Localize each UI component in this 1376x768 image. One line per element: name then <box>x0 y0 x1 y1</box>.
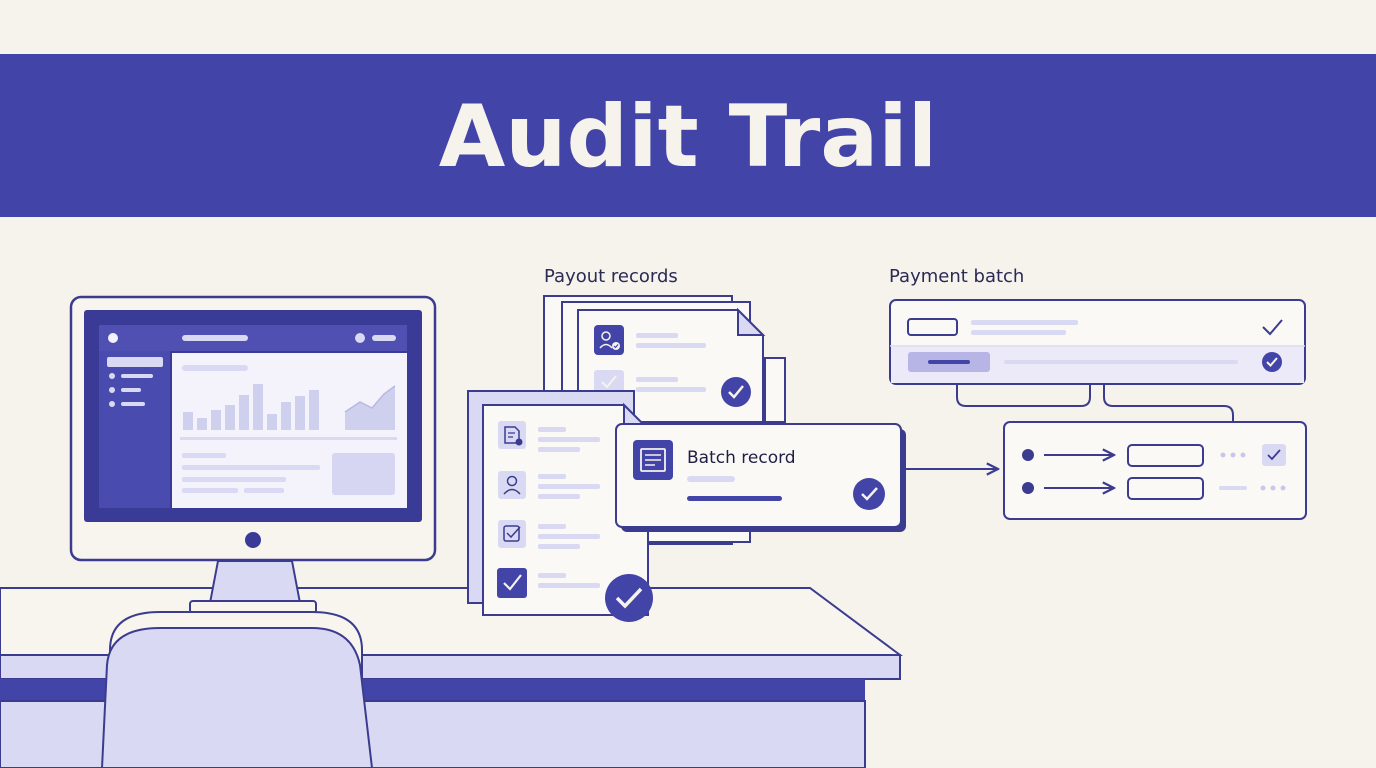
payment-batch-label: Payment batch <box>889 266 1024 287</box>
payout-records-front-stack <box>467 390 653 622</box>
pipeline-source-dot <box>1022 449 1034 461</box>
monitor-stand <box>208 560 302 604</box>
checkmark-icon <box>1262 319 1283 336</box>
screen-bar-chart <box>183 384 319 430</box>
batch-to-pipeline-arrow <box>1103 385 1233 438</box>
screen-logo-icon <box>108 333 118 343</box>
pipeline-box <box>1003 421 1307 520</box>
screen-menu-bar <box>372 335 396 341</box>
title-banner: Audit Trail <box>0 54 1376 217</box>
checkmark-icon <box>594 370 624 394</box>
check-circle-icon <box>1262 352 1282 372</box>
screen-content-card <box>332 453 395 495</box>
check-circle-icon <box>721 377 751 407</box>
payment-batch-panel <box>889 299 1306 385</box>
batch-record-card: Batch record <box>615 423 906 532</box>
computer-monitor <box>69 295 437 614</box>
batch-record-title: Batch record <box>687 448 796 468</box>
payment-pipeline-panel <box>1003 421 1307 520</box>
banner-background <box>0 54 1376 217</box>
pipeline-source-dot <box>1022 482 1034 494</box>
screen-sidebar-active <box>107 357 163 367</box>
payment-batch-tag <box>907 318 958 336</box>
chair <box>100 611 374 768</box>
check-circle-icon <box>853 478 885 510</box>
chair-back <box>100 627 374 768</box>
page-title: Audit Trail <box>439 87 938 187</box>
payout-records-label: Payout records <box>544 266 678 287</box>
checked-box-icon <box>497 568 527 598</box>
batch-bracket <box>956 385 1091 407</box>
check-circle-icon <box>605 574 653 622</box>
batch-record-progress <box>687 496 782 501</box>
screen-header-bar <box>182 335 248 341</box>
checkbox-icon <box>498 520 526 548</box>
user-check-icon <box>594 325 624 355</box>
document-edit-icon <box>498 421 526 449</box>
screen-avatar-icon <box>355 333 365 343</box>
pipeline-target-box <box>1127 477 1204 500</box>
pipeline-checkbox-icon <box>1262 444 1286 466</box>
batch-card-body <box>615 423 902 528</box>
screen-area-chart <box>344 385 396 430</box>
power-button-icon <box>245 532 261 548</box>
pipeline-target-box <box>1127 444 1204 467</box>
